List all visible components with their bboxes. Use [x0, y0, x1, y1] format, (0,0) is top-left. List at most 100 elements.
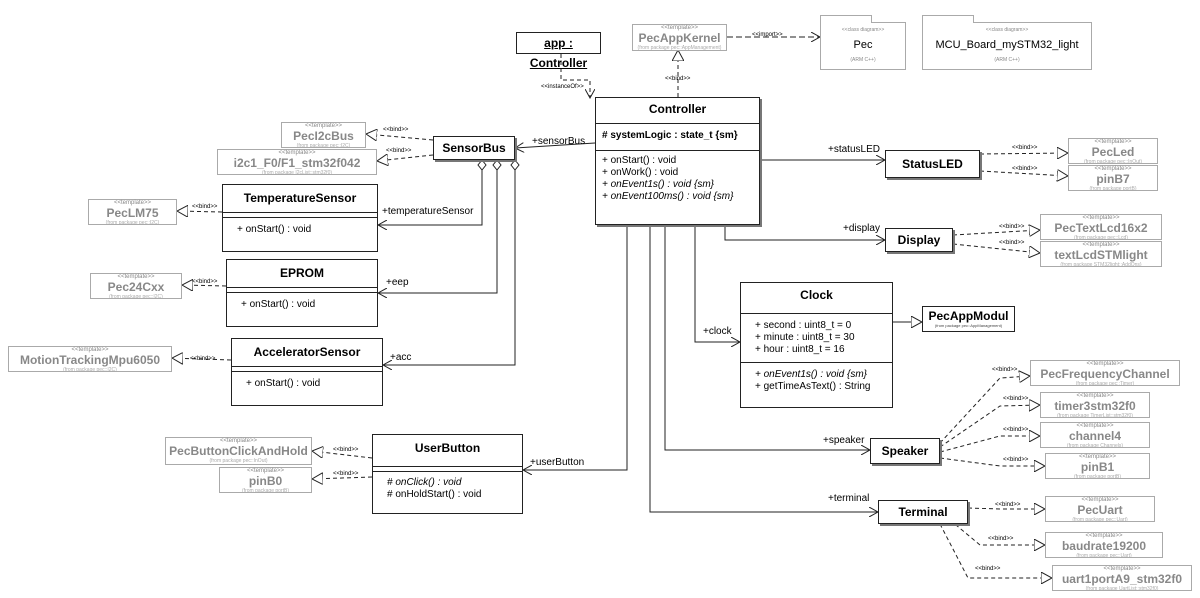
template-pecled[interactable]: <<template>> PecLed (from package pec::I… [1068, 138, 1158, 165]
class-eprom[interactable]: EPROM + onStart() : void [226, 259, 378, 327]
template-uart1[interactable]: <<template>> uart1portA9_stm32f0 (from p… [1052, 565, 1192, 592]
stereotype: <<template>> [1076, 393, 1114, 399]
label-bind: <<bind>> [190, 356, 216, 362]
template-buttonclickandhold[interactable]: <<template>> PecButtonClickAndHold (from… [165, 437, 312, 465]
attributes-section: + second : uint8_t = 0 + minute : uint8_… [741, 313, 892, 362]
attribute: # systemLogic : state_t {sm} [602, 130, 738, 141]
attribute: + second : uint8_t = 0 [755, 320, 852, 331]
template-pinb7[interactable]: <<template>> pinB7 (from package portB) [1068, 165, 1158, 192]
operation: + onWork() : void [602, 167, 679, 178]
template-peclm75[interactable]: <<template>> PecLM75 (from package pec::… [88, 199, 177, 226]
label-bind: <<bind>> [1003, 396, 1029, 402]
stereotype: <<template>> [1081, 497, 1119, 503]
class-controller[interactable]: Controller # systemLogic : state_t {sm} … [595, 97, 760, 225]
stereotype: <<class diagram>> [985, 27, 1029, 33]
class-acceleratorsensor[interactable]: AcceleratorSensor + onStart() : void [231, 338, 383, 406]
role-speaker: +speaker [823, 435, 865, 446]
stereotype: <<template>> [219, 438, 258, 444]
package-origin: (from package pec::Timer) [1075, 381, 1135, 387]
template-frequencychannel[interactable]: <<template>> PecFrequencyChannel (from p… [1030, 360, 1180, 387]
template-pecuart[interactable]: <<template>> PecUart (from package pec::… [1045, 496, 1155, 523]
package-origin: (from package pec::I2C) [63, 367, 117, 373]
app-instance[interactable]: app : Controller [516, 32, 601, 70]
label-bind: <<bind>> [1012, 166, 1038, 172]
class-name: pinB1 [1080, 460, 1115, 474]
stereotype: <<template>> [304, 123, 343, 129]
label-bind: <<bind>> [192, 204, 218, 210]
class-name: PecAppModul [928, 309, 1009, 323]
label-bind: <<bind>> [665, 76, 691, 82]
label-bind: <<bind>> [999, 224, 1025, 230]
class-name: pinB7 [1096, 172, 1130, 186]
package-origin: (from package pec::I2C) [109, 294, 163, 300]
class-name: Controller [648, 102, 707, 116]
class-pecappmodul[interactable]: PecAppModul (from package pec::AppManage… [922, 306, 1015, 332]
attributes-section [227, 287, 377, 292]
package-origin: (from package pec::I2C) [296, 143, 351, 149]
role-statusled: +statusLED [828, 144, 880, 155]
class-name: PecLM75 [106, 206, 159, 220]
class-sensorbus[interactable]: SensorBus [433, 136, 515, 160]
package-origin: (from package pec::Uart) [1076, 553, 1132, 559]
package-origin: (from package pec::Lcd) [1074, 235, 1128, 241]
package-origin: (from package portB) [1089, 186, 1137, 192]
template-pinb0[interactable]: <<template>> pinB0 (from package portB) [219, 467, 312, 494]
class-speaker[interactable]: Speaker [870, 438, 940, 464]
operations-section: # onClick() : void # onHoldStart() : voi… [373, 471, 522, 506]
template-peci2cbus[interactable]: <<template>> PecI2cBus (from package pec… [281, 122, 366, 149]
stereotype: <<template>> [1094, 139, 1132, 145]
class-display[interactable]: Display [885, 228, 953, 252]
operation: + onStart() : void [223, 217, 377, 242]
role-acc: +acc [390, 352, 412, 363]
package-origin: (from package pec::InOut) [1083, 159, 1143, 165]
label-bind: <<bind>> [995, 502, 1021, 508]
role-userbutton: +userButton [530, 457, 585, 468]
template-pec24cxx[interactable]: <<template>> Pec24Cxx (from package pec:… [90, 273, 182, 300]
label-bind: <<bind>> [1003, 427, 1029, 433]
attributes-section: # systemLogic : state_t {sm} [596, 123, 759, 150]
app-instance-name: app : Controller [529, 36, 588, 70]
class-name: uart1portA9_stm32f0 [1061, 572, 1183, 586]
class-name: Clock [800, 288, 833, 302]
package-name: Pec [853, 39, 873, 51]
attributes-section [373, 466, 522, 471]
stereotype: <<template>> [660, 25, 699, 31]
label-bind: <<bind>> [975, 566, 1001, 572]
package-origin: (from package Channels) [1066, 443, 1124, 449]
package-origin: (from package STM32light::AddOns) [1060, 262, 1142, 268]
class-terminal[interactable]: Terminal [878, 500, 968, 524]
template-channel4[interactable]: <<template>> channel4 (from package Chan… [1040, 422, 1150, 449]
label-bind: <<bind>> [992, 367, 1018, 373]
template-pinb1[interactable]: <<template>> pinB1 (from package portB) [1045, 453, 1150, 480]
class-name: AcceleratorSensor [253, 345, 361, 359]
class-name: UserButton [414, 441, 481, 455]
label-instanceof: <<instanceOf>> [541, 84, 584, 90]
role-eep: +eep [386, 277, 409, 288]
template-mpu6050[interactable]: <<template>> MotionTrackingMpu6050 (from… [8, 346, 172, 373]
operation: + onEvent1s() : void {sm} [755, 369, 868, 380]
package-origin: (from package pec::I2C) [105, 220, 160, 226]
package-mcu[interactable]: <<class diagram>> MCU_Board_mySTM32_ligh… [922, 15, 1092, 70]
template-baudrate[interactable]: <<template>> baudrate19200 (from package… [1045, 532, 1163, 559]
package-origin: (from package pec::AppManagement) [637, 45, 722, 51]
class-statusled[interactable]: StatusLED [885, 150, 980, 178]
template-i2c1[interactable]: <<template>> i2c1_F0/F1_stm32f042 (from … [217, 149, 377, 176]
label-bind: <<bind>> [192, 279, 218, 285]
template-timer3[interactable]: <<template>> timer3stm32f0 (from package… [1040, 392, 1150, 419]
label-bind: <<bind>> [386, 148, 412, 154]
class-userbutton[interactable]: UserButton # onClick() : void # onHoldSt… [372, 434, 523, 514]
stereotype: <<template>> [1082, 242, 1120, 248]
template-pecappkernel[interactable]: <<template>> PecAppKernel (from package … [632, 24, 727, 51]
package-pec[interactable]: <<class diagram>> Pec (ARM C++) [820, 15, 906, 70]
stereotype: <<template>> [278, 150, 316, 156]
template-textlcdstmlight[interactable]: <<template>> textLcdSTMlight (from packa… [1040, 241, 1162, 268]
class-clock[interactable]: Clock + second : uint8_t = 0 + minute : … [740, 282, 893, 408]
package-origin: (from package pec::InOut) [209, 458, 268, 464]
class-name: PecFrequencyChannel [1040, 367, 1170, 381]
stereotype: <<template>> [1082, 215, 1120, 221]
package-origin: (from package portB) [1074, 474, 1121, 480]
class-name: SensorBus [442, 141, 506, 155]
template-pectextlcd[interactable]: <<template>> PecTextLcd16x2 (from packag… [1040, 214, 1162, 241]
label-bind: <<bind>> [1012, 145, 1038, 151]
class-temperaturesensor[interactable]: TemperatureSensor + onStart() : void [222, 184, 378, 252]
